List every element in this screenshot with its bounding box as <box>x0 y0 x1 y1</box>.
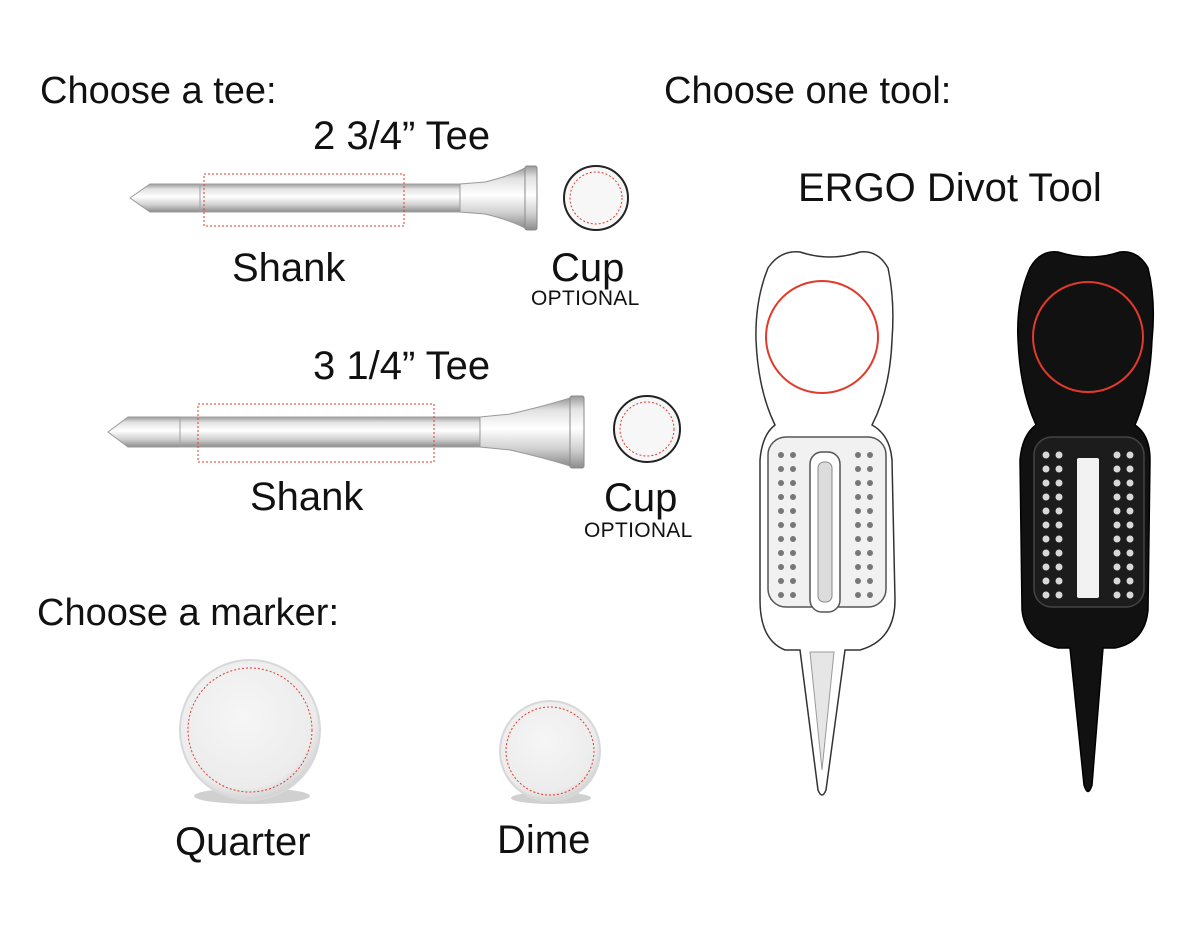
divot-tool-name: ERGO Divot Tool <box>798 166 1102 210</box>
quarter-marker[interactable] <box>179 659 321 804</box>
shank-imprint-area <box>203 173 405 227</box>
tee-long-shank-label: Shank <box>250 475 364 519</box>
tee-short-cup-note: OPTIONAL <box>531 287 640 310</box>
tee-long-cup-note: OPTIONAL <box>584 519 693 542</box>
tee-short-cup-label: Cup <box>551 246 625 290</box>
tool-section-heading: Choose one tool: <box>664 70 952 112</box>
divot-tool-black[interactable] <box>1017 251 1155 793</box>
tee-short[interactable] <box>129 165 538 231</box>
shank-imprint-area <box>197 403 435 463</box>
cup-imprint-short[interactable] <box>563 165 629 231</box>
tee-long-cup-label: Cup <box>604 476 678 520</box>
marker-section-heading: Choose a marker: <box>37 592 340 634</box>
tee-long-title: 3 1/4” Tee <box>313 344 491 388</box>
cup-imprint-long[interactable] <box>613 395 681 463</box>
tee-long[interactable] <box>107 395 585 469</box>
divot-tool-white[interactable] <box>755 251 896 796</box>
tee-short-shank-label: Shank <box>232 246 346 290</box>
dime-label: Dime <box>497 818 591 862</box>
dime-marker[interactable] <box>499 700 601 804</box>
tee-section-heading: Choose a tee: <box>40 70 277 112</box>
quarter-label: Quarter <box>175 820 311 864</box>
tee-short-title: 2 3/4” Tee <box>313 114 491 158</box>
